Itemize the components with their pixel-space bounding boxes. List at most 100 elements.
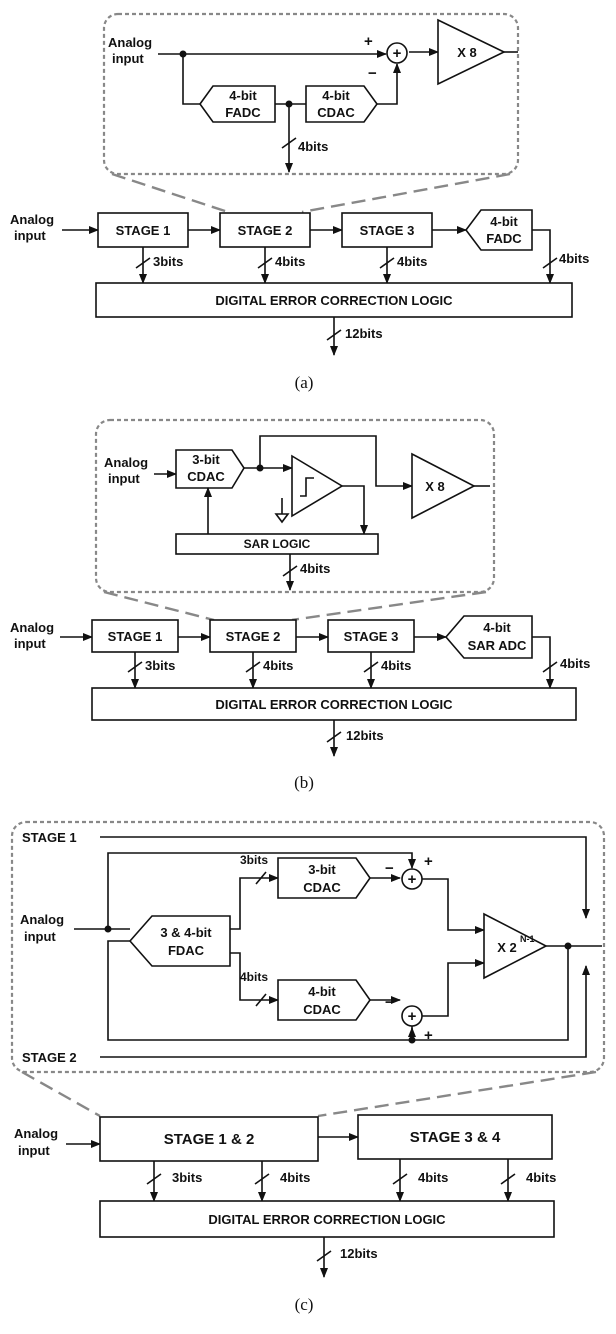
analog-input-label-c3: Analog xyxy=(14,1126,58,1141)
minus-sign-a: − xyxy=(368,65,377,82)
dec-label-b: DIGITAL ERROR CORRECTION LOGIC xyxy=(215,697,453,712)
plus-sign-c1: + xyxy=(424,853,433,870)
detail-box-c xyxy=(10,820,606,1074)
bits-last-a: 4bits xyxy=(559,251,589,266)
stage34-label-c: STAGE 3 & 4 xyxy=(410,1129,501,1146)
cdac-label-b2: CDAC xyxy=(187,469,225,484)
bits-s3-a: 4bits xyxy=(397,254,427,269)
slash-s3-a xyxy=(379,257,395,269)
comparator-b xyxy=(291,454,344,518)
node-dot-a xyxy=(179,50,187,58)
cdac4-label-c2: CDAC xyxy=(303,1002,341,1017)
out-bits-a: 12bits xyxy=(345,326,383,341)
slash-s2-b xyxy=(245,661,261,673)
feedback-wire-c xyxy=(412,946,569,1041)
bits-wire-last-b xyxy=(532,636,554,689)
zoom-line-left-a xyxy=(111,172,229,214)
gain-label-a: X 8 xyxy=(457,45,477,60)
detail-bits-b: 4bits xyxy=(300,561,330,576)
stage1-label-b: STAGE 1 xyxy=(108,629,163,644)
bits-s3-b: 4bits xyxy=(381,658,411,673)
fdac-block-c xyxy=(128,915,231,967)
cdac-label-a1: 4-bit xyxy=(322,88,350,103)
bits-s2-b: 4bits xyxy=(263,658,293,673)
branch-wire-a xyxy=(182,54,200,105)
bits-a-c: 3bits xyxy=(172,1170,202,1185)
last-label-b2: SAR ADC xyxy=(468,638,527,653)
slash-c-c xyxy=(392,1173,408,1185)
stage12-block-c xyxy=(99,1116,319,1162)
bits-s1-b: 3bits xyxy=(145,658,175,673)
slash-a-c xyxy=(146,1173,162,1185)
detail-bits-a: 4bits xyxy=(298,139,328,154)
stage34-block-c xyxy=(357,1114,553,1160)
stage2-line-label-c: STAGE 2 xyxy=(22,1050,77,1065)
slash-s3-b xyxy=(363,661,379,673)
sum1-amp-wire-c xyxy=(422,878,485,934)
summing-node-a xyxy=(386,42,408,64)
bits-wire-last-a xyxy=(532,229,554,284)
analog-input-label-a3: Analog xyxy=(10,212,54,227)
caption-b: (b) xyxy=(294,773,314,792)
zoom-line-right-c xyxy=(317,1070,597,1118)
caption-c: (c) xyxy=(295,1295,314,1314)
cdac-block-a xyxy=(305,85,378,123)
figure-c: STAGE 1 STAGE 2 Analog input 3 & 4-bit F… xyxy=(10,820,606,1314)
bits3-wire-c xyxy=(230,874,279,930)
fadc-block-a xyxy=(199,85,276,123)
slash-d-c xyxy=(500,1173,516,1185)
figure-b: Analog input 3-bit CDAC SAR LOGIC X 8 4b… xyxy=(10,418,590,792)
top-feed-wire-c xyxy=(107,852,416,929)
analog-input-label-b4: input xyxy=(14,636,46,651)
cdac-label-b1: 3-bit xyxy=(192,452,220,467)
slash-out-b xyxy=(326,731,342,743)
last-label-a1: 4-bit xyxy=(490,214,518,229)
fadc-label-a1: 4-bit xyxy=(229,88,257,103)
gain-label-b: X 8 xyxy=(425,479,445,494)
cdac4-label-c1: 4-bit xyxy=(308,984,336,999)
figure-a: Analog input 4-bit FADC 4-bit CDAC + + −… xyxy=(10,12,589,392)
bits4-wire-c xyxy=(230,952,279,1004)
sum-symbol-a: + xyxy=(393,45,402,62)
plus-sign-c2: + xyxy=(424,1027,433,1044)
cdac-sum-wire-a xyxy=(377,63,401,105)
bus-slash-a xyxy=(281,137,297,149)
slash-4bits-c xyxy=(255,993,267,1007)
bits4-label-c: 4bits xyxy=(240,970,268,984)
slash-last-a xyxy=(542,257,558,269)
slash-s1-b xyxy=(127,661,143,673)
cdac3-label-c2: CDAC xyxy=(303,880,341,895)
slash-s1-a xyxy=(135,257,151,269)
analog-input-label-b1: Analog xyxy=(104,455,148,470)
bits-last-b: 4bits xyxy=(560,656,590,671)
sar-logic-block-b xyxy=(175,533,379,555)
stage3-label-b: STAGE 3 xyxy=(344,629,399,644)
zoom-line-left-b xyxy=(103,590,215,622)
dec-label-c: DIGITAL ERROR CORRECTION LOGIC xyxy=(208,1212,446,1227)
bits-b-c: 4bits xyxy=(280,1170,310,1185)
ground-symbol-b xyxy=(274,498,290,524)
stage1-line-label-c: STAGE 1 xyxy=(22,830,77,845)
analog-input-label-a1: Analog xyxy=(108,35,152,50)
fdac-label-c2: FDAC xyxy=(168,943,205,958)
fdac-label-c1: 3 & 4-bit xyxy=(160,925,212,940)
last-label-a2: FADC xyxy=(486,231,522,246)
stage2-label-b: STAGE 2 xyxy=(226,629,281,644)
slash-b-c xyxy=(254,1173,270,1185)
analog-input-label-b2: input xyxy=(108,471,140,486)
sar-logic-label-b: SAR LOGIC xyxy=(244,537,311,551)
dec-block-c xyxy=(99,1200,555,1238)
sum2-amp-wire-c xyxy=(422,959,485,1017)
gain-exp-c: N-1 xyxy=(520,934,535,944)
dec-label-a: DIGITAL ERROR CORRECTION LOGIC xyxy=(215,293,453,308)
comparator-symbol-b xyxy=(300,477,314,497)
bits-s2-a: 4bits xyxy=(275,254,305,269)
out-bits-b: 12bits xyxy=(346,728,384,743)
stage1-block-a xyxy=(97,212,189,248)
cdac-block-b xyxy=(175,449,245,489)
amplifier-c xyxy=(483,912,548,980)
slash-out-a xyxy=(326,329,342,341)
slash-last-b xyxy=(542,661,558,673)
analog-input-label-a2: input xyxy=(112,51,144,66)
